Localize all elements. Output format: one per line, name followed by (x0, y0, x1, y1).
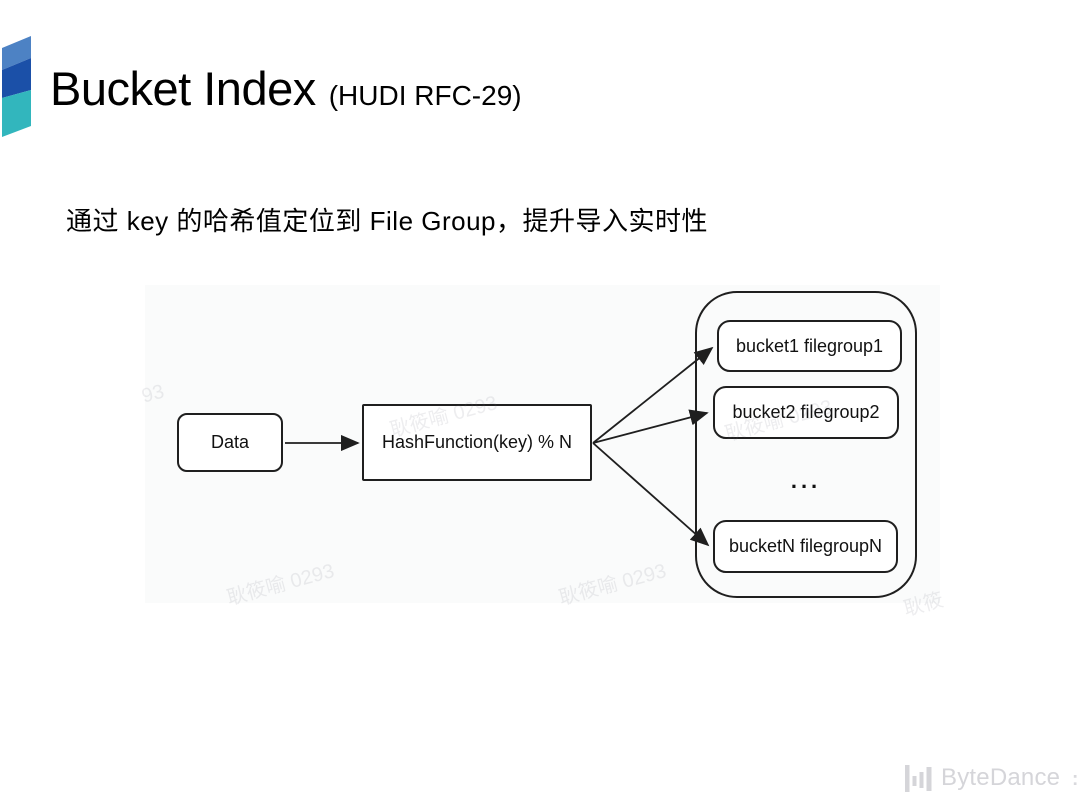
data-node-label: Data (210, 432, 250, 452)
bucketN-node: bucketN filegroupN (713, 520, 898, 573)
title-suffix-text: (HUDI RFC-29) (328, 80, 522, 111)
subtitle-text: 通过 key 的哈希值定位到 File Group，提升导入实时性 (66, 206, 709, 236)
bucket-group-container (695, 291, 917, 598)
brand-text-fragment: : (1072, 769, 1079, 790)
bytedance-logo-text: ByteDance (941, 764, 1061, 791)
slide-corner-ribbon-icon (2, 36, 31, 137)
flow-arrows (285, 346, 714, 547)
bucket2-node: bucket2 filegroup2 (713, 386, 899, 439)
title-text: Bucket Index (50, 62, 316, 115)
bucket1-label: bucket1 filegroup1 (735, 335, 884, 356)
diagram-panel: Data HashFunction(key) % N bucket1 fileg… (145, 285, 940, 603)
bucketN-label: bucketN filegroupN (728, 536, 883, 556)
bucket-ellipsis: ... (790, 468, 822, 493)
data-node: Data (177, 413, 283, 472)
bucket1-node: bucket1 filegroup1 (717, 320, 902, 372)
hash-function-node: HashFunction(key) % N (362, 404, 592, 481)
page-title: Bucket Index (HUDI RFC-29) (50, 62, 522, 115)
hash-function-label: HashFunction(key) % N (381, 432, 573, 452)
bytedance-logo-icon (905, 764, 932, 792)
bucket2-label: bucket2 filegroup2 (732, 402, 880, 422)
brand-footer: ByteDance (905, 764, 1060, 792)
